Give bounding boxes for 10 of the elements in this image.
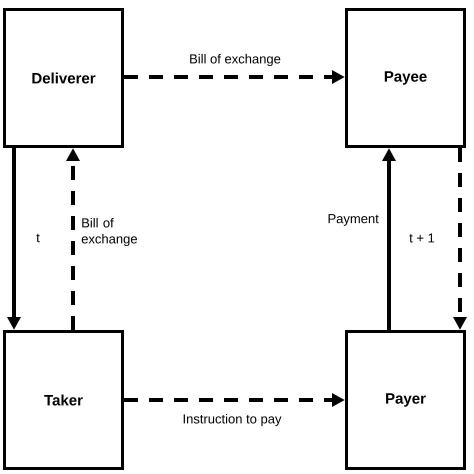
process-box: Deliverer [3,8,124,148]
edge-label: Bill of exchange [188,52,282,68]
process-box: Taker [3,330,124,470]
edge-label: Bill of exchange [80,216,145,248]
time-label: t + 1 [409,233,434,243]
edge-label: Instruction to pay [182,412,282,428]
process-box: Payee [345,8,466,148]
edge-label: Payment [326,213,380,227]
process-box: Payer [345,330,466,470]
time-label: t [36,234,40,242]
